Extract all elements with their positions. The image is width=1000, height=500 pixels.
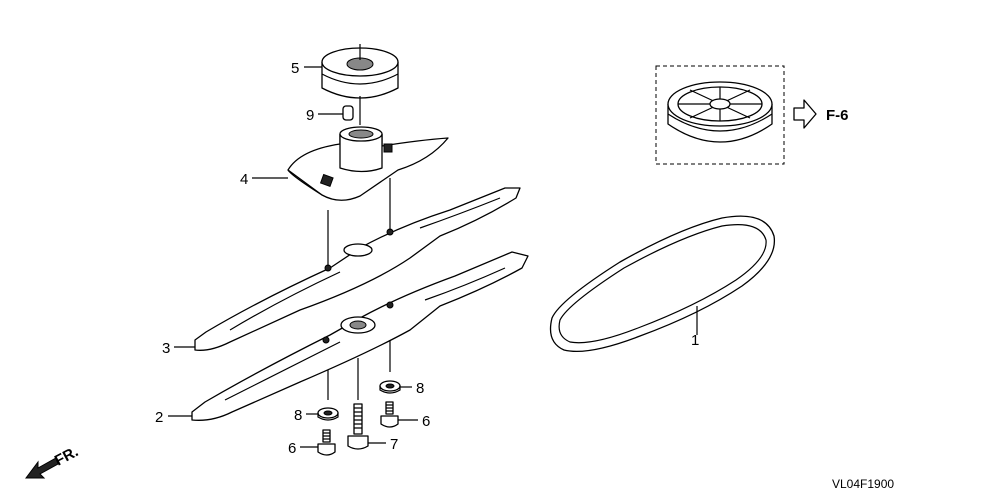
pulley: [321, 44, 399, 99]
upper-blade: [194, 187, 521, 351]
label-part-2: 2: [155, 409, 163, 426]
label-part-8a: 8: [416, 380, 424, 397]
label-part-6a: 6: [422, 413, 430, 430]
drive-belt: [549, 215, 776, 353]
front-direction-indicator: FR.: [25, 443, 81, 479]
label-part-6b: 6: [288, 440, 296, 457]
label-part-9: 9: [306, 107, 314, 124]
label-part-7: 7: [390, 436, 398, 453]
front-direction-label: FR.: [52, 443, 81, 469]
label-part-1: 1: [691, 332, 699, 349]
blade-holder: [287, 126, 449, 201]
bolt: [380, 401, 399, 428]
center-bolt: [347, 403, 369, 450]
diagram-code: VL04F1900: [832, 477, 894, 491]
label-part-3: 3: [162, 340, 170, 357]
washer: [379, 380, 401, 394]
lower-blade: [191, 251, 529, 421]
key: [342, 96, 361, 125]
reference-pulley-box: [655, 65, 785, 165]
reference-arrow-icon: [793, 99, 817, 129]
reference-code: F-6: [826, 107, 849, 124]
bolt: [317, 429, 336, 456]
label-part-4: 4: [240, 171, 248, 188]
washer: [317, 407, 339, 421]
label-part-8b: 8: [294, 407, 302, 424]
label-part-5: 5: [291, 60, 299, 77]
front-arrow-icon: [25, 457, 59, 479]
